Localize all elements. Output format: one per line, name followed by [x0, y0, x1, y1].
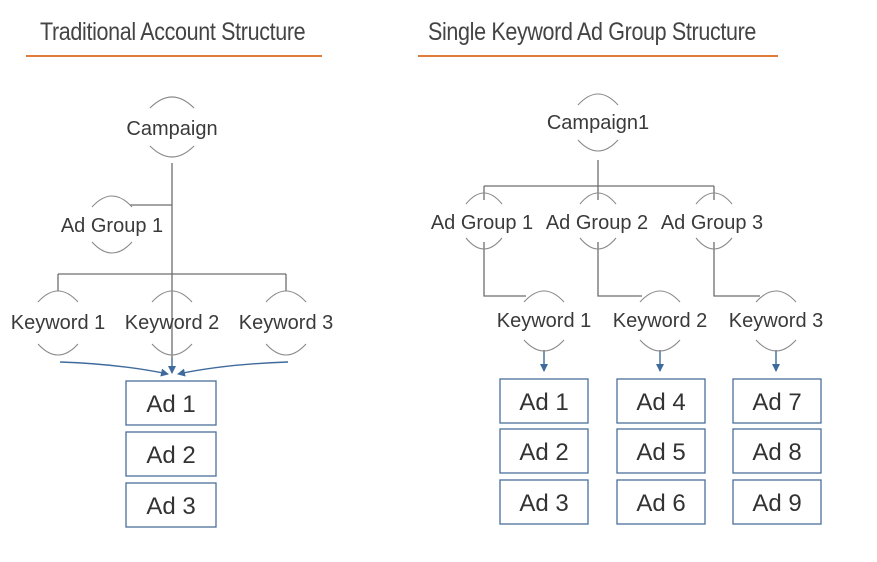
- campaign-label: Campaign1: [547, 112, 649, 134]
- ad-group-node-arc: [91, 241, 133, 254]
- keyword-node-arc: [37, 343, 79, 356]
- right-ad-box: Ad 8: [732, 428, 822, 474]
- keyword-node-arc: [37, 290, 79, 303]
- keyword-node-arc: [755, 339, 797, 352]
- ad-label: Ad 6: [636, 490, 685, 517]
- campaign-node-arc: [577, 93, 619, 106]
- ad-label: Ad 9: [752, 490, 801, 517]
- campaign-label: Campaign: [126, 118, 217, 140]
- ad-label: Ad 7: [752, 389, 801, 416]
- keyword-node-arc: [639, 339, 681, 352]
- left-panel-title: Traditional Account Structure: [40, 18, 306, 46]
- ad-label: Ad 4: [636, 389, 685, 416]
- ad-group-label: Ad Group 2: [546, 212, 648, 234]
- keyword-node-arc: [151, 343, 193, 356]
- ad-group-node-arc: [695, 237, 733, 250]
- right-keyword-node: Keyword 2: [613, 290, 708, 352]
- ad-group-node-arc: [579, 192, 617, 205]
- left-title-underline: [26, 55, 322, 57]
- left-ad-box: Ad 2: [125, 431, 217, 477]
- campaign-node-arc: [577, 139, 619, 152]
- keyword-node-arc: [523, 339, 565, 352]
- right-ad-group-node: Ad Group 1: [431, 192, 533, 250]
- right-ad-box: Ad 3: [499, 479, 589, 525]
- left-keyword-node: Keyword 1: [11, 290, 106, 356]
- right-keyword-node: Keyword 3: [729, 290, 824, 352]
- right-ad-box: Ad 2: [499, 428, 589, 474]
- ad-label: Ad 2: [519, 439, 568, 466]
- ad-label: Ad 8: [752, 439, 801, 466]
- right-keyword-node: Keyword 1: [497, 290, 592, 352]
- ad-group-node-arc: [465, 237, 503, 250]
- right-arrows: [540, 350, 780, 372]
- ad-label: Ad 3: [146, 493, 195, 520]
- right-ad-box: Ad 7: [732, 378, 822, 424]
- ad-label: Ad 1: [519, 389, 568, 416]
- right-ad-box: Ad 9: [732, 479, 822, 525]
- keyword-node-arc: [265, 290, 307, 303]
- ad-group-node-arc: [579, 237, 617, 250]
- left-ad-box: Ad 3: [125, 482, 217, 528]
- keyword-node-arc: [639, 290, 681, 303]
- right-campaign-node: Campaign1: [547, 93, 649, 152]
- right-ad-group-node: Ad Group 2: [546, 192, 648, 250]
- right-ad-group-node: Ad Group 3: [661, 192, 763, 250]
- left-arrows: [59, 358, 289, 377]
- keyword-label: Keyword 2: [125, 312, 220, 334]
- right-connectors: [483, 160, 760, 297]
- keyword-label: Keyword 3: [239, 312, 334, 334]
- left-keyword-node: Keyword 3: [239, 290, 334, 356]
- ad-label: Ad 1: [146, 391, 195, 418]
- right-ad-box: Ad 4: [616, 378, 706, 424]
- keyword-label: Keyword 1: [11, 312, 106, 334]
- ad-label: Ad 5: [636, 439, 685, 466]
- ad-group-node-arc: [465, 192, 503, 205]
- right-panel-title: Single Keyword Ad Group Structure: [428, 18, 757, 46]
- right-ad-box: Ad 5: [616, 428, 706, 474]
- ad-group-label: Ad Group 3: [661, 212, 763, 234]
- keyword-node-arc: [523, 290, 565, 303]
- keyword-label: Keyword 3: [729, 310, 824, 332]
- ad-group-label: Ad Group 1: [61, 215, 163, 237]
- keyword-label: Keyword 2: [613, 310, 708, 332]
- ad-group-label: Ad Group 1: [431, 212, 533, 234]
- ad-label: Ad 2: [146, 442, 195, 469]
- keyword-node-arc: [265, 343, 307, 356]
- right-ad-box: Ad 1: [499, 378, 589, 424]
- left-keyword-node: Keyword 2: [125, 290, 220, 356]
- keyword-node-arc: [755, 290, 797, 303]
- left-campaign-node: Campaign: [126, 96, 218, 158]
- campaign-node-arc: [149, 145, 195, 158]
- left-ad-box: Ad 1: [125, 380, 217, 426]
- ad-group-node-arc: [695, 192, 733, 205]
- right-title-underline: [418, 55, 778, 57]
- keyword-label: Keyword 1: [497, 310, 592, 332]
- ad-label: Ad 3: [519, 490, 568, 517]
- campaign-node-arc: [149, 96, 195, 109]
- left-connectors: [57, 163, 287, 358]
- ad-group-node-arc: [91, 195, 133, 208]
- left-ad-group-node: Ad Group 1: [61, 195, 163, 254]
- right-ad-box: Ad 6: [616, 479, 706, 525]
- keyword-node-arc: [151, 290, 193, 303]
